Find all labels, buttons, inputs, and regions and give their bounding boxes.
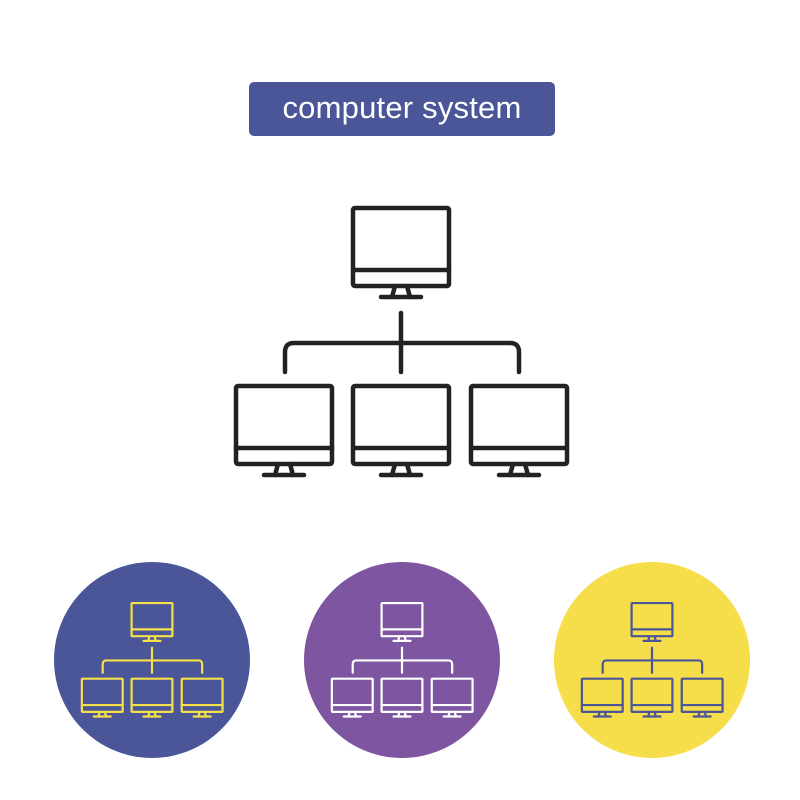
monitor-screen <box>580 677 624 713</box>
monitor-left <box>233 383 335 478</box>
monitor-screen <box>380 601 424 638</box>
monitor-screen <box>130 601 174 638</box>
monitor-screen <box>630 601 674 638</box>
monitor-center <box>380 677 424 718</box>
computer-network-icon <box>580 601 724 718</box>
computer-network-icon <box>80 601 224 718</box>
computer-network-icon <box>330 601 474 718</box>
monitor-top <box>380 601 424 642</box>
monitor-screen <box>350 205 452 289</box>
monitor-screen <box>233 383 335 467</box>
network-group <box>80 601 224 718</box>
monitor-center <box>350 383 452 478</box>
monitor-screen <box>630 677 674 713</box>
network-group <box>580 601 724 718</box>
monitor-left <box>330 677 374 718</box>
monitor-right <box>180 677 224 718</box>
monitor-right <box>430 677 474 718</box>
monitor-right <box>680 677 724 718</box>
blue-circle-variant <box>54 562 250 758</box>
connector-branch <box>351 659 454 674</box>
network-group <box>330 601 474 718</box>
monitor-right <box>468 383 570 478</box>
connector-branch <box>601 659 704 674</box>
monitor-screen <box>350 383 452 467</box>
connector-branch <box>101 659 204 674</box>
monitor-screen <box>180 677 224 713</box>
monitor-screen <box>680 677 724 713</box>
monitor-left <box>80 677 124 718</box>
monitor-top <box>630 601 674 642</box>
monitor-center <box>130 677 174 718</box>
monitor-top <box>130 601 174 642</box>
monitor-screen <box>380 677 424 713</box>
monitor-screen <box>80 677 124 713</box>
monitor-screen <box>330 677 374 713</box>
connector-branch <box>282 340 522 375</box>
purple-circle-variant <box>304 562 500 758</box>
yellow-circle-variant <box>554 562 750 758</box>
network-group <box>233 205 570 478</box>
monitor-screen <box>468 383 570 467</box>
monitor-center <box>630 677 674 718</box>
monitor-left <box>580 677 624 718</box>
title-badge: computer system <box>249 82 555 136</box>
monitor-screen <box>130 677 174 713</box>
monitor-top <box>350 205 452 300</box>
monitor-screen <box>430 677 474 713</box>
